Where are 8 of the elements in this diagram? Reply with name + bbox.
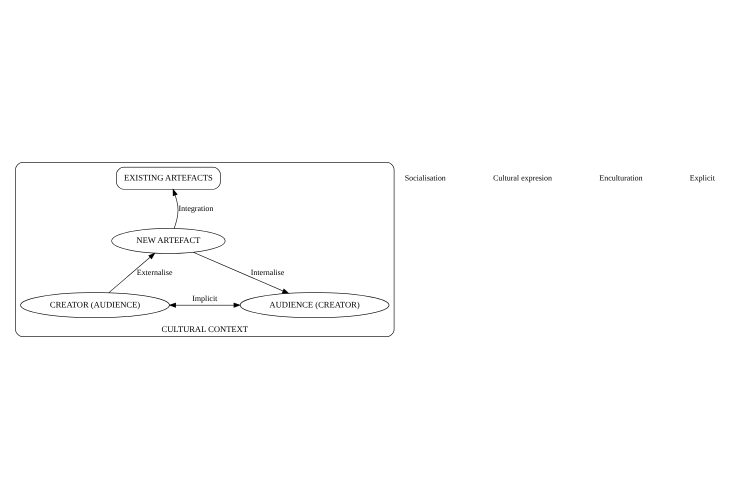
- node-ellipse: CREATOR (AUDIENCE): [20, 292, 170, 318]
- arrow: [168, 302, 241, 308]
- arrow: [192, 252, 290, 294]
- node-ellipse: AUDIENCE (CREATOR): [240, 292, 390, 318]
- arrow: [108, 252, 156, 293]
- arrow: [172, 188, 178, 229]
- node-ellipse: NEW ARTEFACT: [111, 228, 226, 254]
- node-box: EXISTING ARTEFACTS: [116, 166, 221, 190]
